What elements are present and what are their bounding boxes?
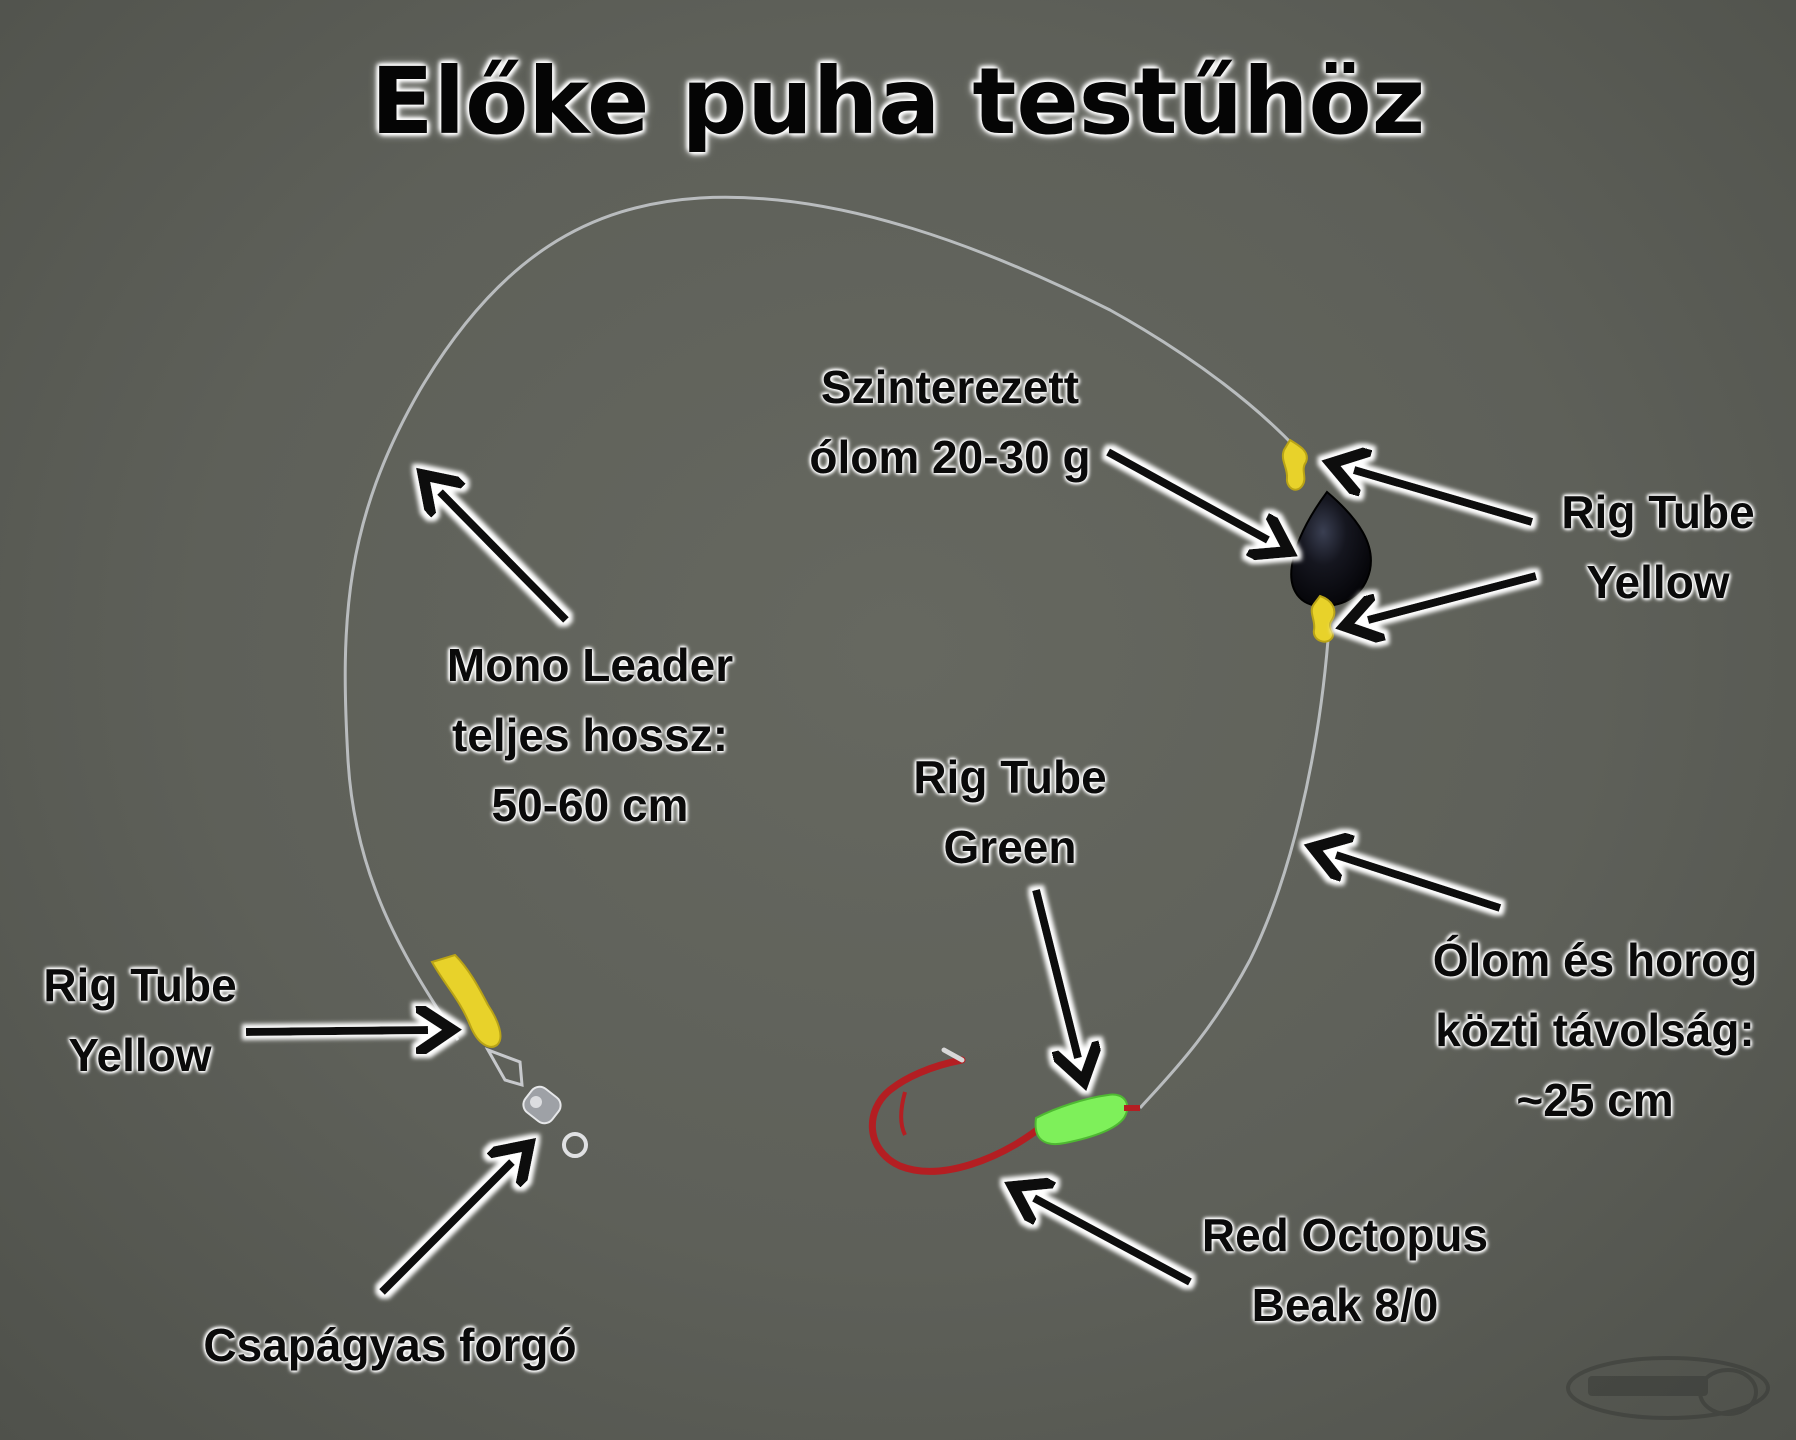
label-rig-tube-green-line-2: Green <box>943 821 1077 873</box>
watermark-logo <box>1566 1356 1770 1420</box>
rig-tube-top <box>1281 438 1308 491</box>
swivel <box>484 1047 588 1158</box>
label-distance-line-1: Ólom és horog <box>1432 934 1758 986</box>
sinker <box>1290 490 1372 608</box>
label-sinker-line-2: ólom 20-30 g <box>809 431 1091 483</box>
label-hook: Red Octopus Beak 8/0 <box>1180 1200 1510 1340</box>
label-distance-line-3: ~25 cm <box>1516 1074 1674 1126</box>
arrow-green-tube <box>1032 889 1078 1058</box>
hook <box>868 1056 1049 1175</box>
label-rig-tube-top-line-2: Yellow <box>1586 556 1730 608</box>
arrow-swivel <box>379 1162 512 1295</box>
label-hook-line-1: Red Octopus <box>1201 1209 1489 1261</box>
label-sinker-line-1: Szinterezett <box>820 361 1080 413</box>
arrows <box>245 448 1538 1295</box>
arrow-tube-middle <box>1368 572 1538 620</box>
label-rig-tube-top-line-1: Rig Tube <box>1561 486 1755 538</box>
label-rig-tube-left-line-1: Rig Tube <box>43 959 237 1011</box>
arrow-hook <box>1034 1198 1192 1286</box>
label-swivel: Csapágyas forgó <box>203 1319 577 1371</box>
lower-leader-line <box>1138 639 1330 1110</box>
mono-leader-line <box>343 195 1298 1041</box>
arrow-tube-top <box>1354 470 1534 526</box>
label-distance-line-2: közti távolság: <box>1435 1004 1755 1056</box>
label-mono-leader-line-3: 50-60 cm <box>491 779 689 831</box>
rig-tube-left <box>430 953 502 1048</box>
label-mono-leader-line-2: teljes hossz: <box>451 709 729 761</box>
arrow-distance <box>1336 855 1502 912</box>
label-sinker: Szinterezett ólom 20-30 g <box>760 352 1140 492</box>
rig-tube-green <box>1034 1093 1129 1145</box>
arrow-mono-leader <box>440 492 569 623</box>
label-rig-tube-green: Rig Tube Green <box>880 742 1140 882</box>
rig-tube-middle <box>1310 594 1336 643</box>
label-distance: Ólom és horog közti távolság: ~25 cm <box>1400 925 1790 1135</box>
arrow-tube-left <box>245 1030 428 1032</box>
label-mono-leader: Mono Leader teljes hossz: 50-60 cm <box>410 630 770 840</box>
label-hook-line-2: Beak 8/0 <box>1251 1279 1439 1331</box>
label-rig-tube-left-line-2: Yellow <box>68 1029 212 1081</box>
diagram-title: Előke puha testűhöz <box>370 48 1426 155</box>
label-rig-tube-top: Rig Tube Yellow <box>1528 477 1788 617</box>
label-rig-tube-green-line-1: Rig Tube <box>913 751 1107 803</box>
arrow-sinker <box>1106 448 1268 540</box>
label-mono-leader-line-1: Mono Leader <box>446 639 734 691</box>
label-rig-tube-left: Rig Tube Yellow <box>20 950 260 1090</box>
